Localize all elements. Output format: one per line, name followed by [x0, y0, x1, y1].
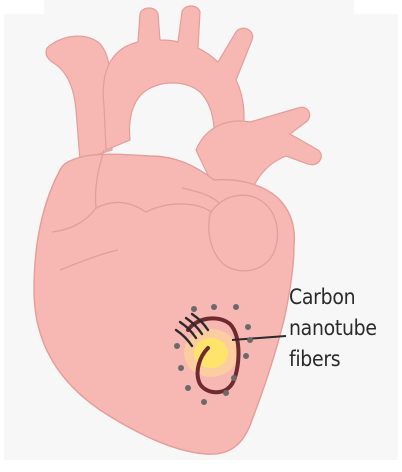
dot [231, 375, 237, 381]
dot [178, 365, 184, 371]
dot [247, 337, 253, 343]
right-atrium [209, 195, 278, 271]
dot [233, 304, 239, 310]
dot [185, 385, 191, 391]
label-line-3: fibers [289, 344, 389, 375]
fiber-label: Carbon nanotube fibers [289, 282, 389, 375]
dot [174, 343, 180, 349]
label-line-2: nanotube [289, 313, 389, 344]
dot [245, 324, 251, 330]
dot [201, 399, 207, 405]
dot [211, 304, 217, 310]
dot [243, 353, 249, 359]
glow-halo [184, 329, 238, 377]
superior-vena-cava [46, 36, 112, 160]
dot [191, 306, 197, 312]
label-line-1: Carbon [289, 282, 389, 313]
dot [223, 390, 229, 396]
